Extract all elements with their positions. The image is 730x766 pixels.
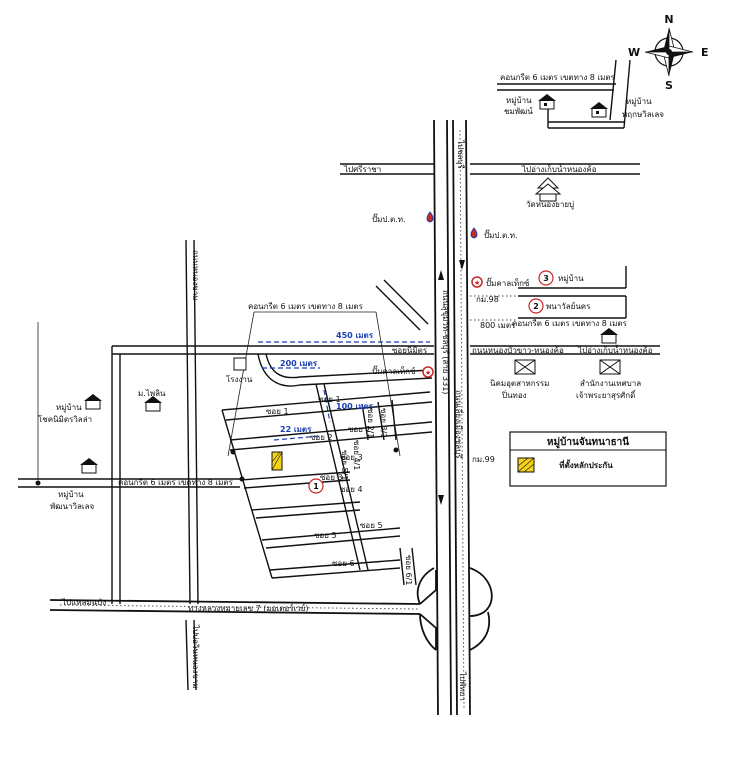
compass-north: N <box>664 13 673 26</box>
village-chokanimit-icon <box>84 394 102 410</box>
label-road-mid: คอนกรีต 6 เมตร เขตทาง 8 เมตร <box>512 319 628 328</box>
label-soi-5-left: ซอย 5 <box>314 531 337 540</box>
label-road-ban-bueng: ถนนหนองบัวขาว-หนองค้อ <box>472 346 564 355</box>
label-to-nong-kho-2: ไปอ่างเก็บน้ำหนองค้อ <box>577 344 653 355</box>
label-soi-2-right: ซอย 2 <box>348 425 371 434</box>
label-to-sriracha: ไปศรีราชา <box>343 165 381 174</box>
label-caltex-top: ปั๊มคาลเท็กซ์ <box>486 277 530 288</box>
circle-marker-2: 2 <box>533 302 539 311</box>
label-soi-6: ซอย 6 <box>332 559 355 568</box>
svg-text:★: ★ <box>425 369 431 377</box>
label-soi-3-left: ซอย 3 <box>320 473 343 482</box>
compass-west: W <box>628 46 640 59</box>
label-200m: 200 เมตร <box>280 359 318 368</box>
label-soi-2-1: ซอย 2/1 <box>366 408 375 438</box>
legend-marker-label: ที่ตั้งหลักประกัน <box>559 459 613 470</box>
road-label-to-chonburi: ไปชลบุรี <box>456 139 465 170</box>
label-800m: 800 เมตร <box>480 321 516 330</box>
label-soi-5-1: ซอย 5/1 <box>340 450 349 480</box>
main-highway <box>433 119 471 716</box>
label-municipal-2: เจ้าพระยาสุรศักดิ์ <box>576 389 637 400</box>
ptt-pump-icon-left <box>426 211 434 223</box>
label-temple: วัดหนองยายบู่ <box>526 200 574 210</box>
label-soi-4: ซอย 4 <box>340 485 363 494</box>
label-village-phruksa-2: พฤกษวิลเลจ <box>622 110 664 119</box>
left-roads <box>18 239 240 691</box>
label-road-left-top: คอนกรีต 6 เมตร เขตทาง 8 เมตร <box>248 302 364 311</box>
label-village-phatthana-1: หมู่บ้าน <box>58 490 84 500</box>
label-village-chomphat-1: หมู่บ้าน <box>506 96 532 106</box>
village-phatthana-icon <box>80 458 98 474</box>
subdivision-roads <box>221 383 433 586</box>
ptt-pump-icon-right <box>470 227 478 239</box>
label-village-chokanimit-2: โชคนิมิตรวิลล่า <box>38 414 92 424</box>
label-industrial-1: นิคมอุตสาหกรรม <box>490 379 549 388</box>
village-icon-right <box>600 328 618 344</box>
label-to-nong-kho: ไปอ่างเก็บน้ำหนองค้อ <box>521 163 597 174</box>
caltex-icon-mid: ★ <box>422 366 434 378</box>
label-soi-nilmit: ซอยนิมิตร <box>392 346 428 355</box>
legend-title: หมู่บ้านจันทนาธานี <box>547 436 629 449</box>
label-soi-4-1: ซอย 4/1 <box>352 440 361 470</box>
village-phloen-icon <box>144 396 162 412</box>
factory-icon <box>233 357 247 371</box>
village-phruksa-icon <box>590 102 608 118</box>
label-450m: 450 เมตร <box>336 331 374 340</box>
label-caltex-mid: ปั๊มคาลเท็กซ์ <box>372 365 416 376</box>
compass-south: S <box>665 79 673 92</box>
label-industrial-2: ปิ่นทอง <box>501 389 526 400</box>
compass-east: E <box>701 46 709 59</box>
label-soi-5: ซอย 5 <box>360 521 383 530</box>
label-village-chokanimit-1: หมู่บ้าน <box>56 403 82 413</box>
label-village-2: พนาวัลย์นคร <box>546 301 591 311</box>
circle-marker-3: 3 <box>543 274 549 283</box>
svg-text:★: ★ <box>474 279 480 287</box>
label-soi-1: ซอย 1 <box>318 395 341 404</box>
label-soi-1-left: ซอย 1 <box>266 407 289 416</box>
village-chomphat-icon <box>538 94 556 110</box>
industrial-estate-icon <box>514 359 536 375</box>
label-100m: 100 เมตร <box>336 402 374 411</box>
highway-label-2: ถนนเลี่ยงเมืองชลบุรี <box>454 390 465 459</box>
right-village-roads <box>518 266 627 319</box>
label-road-to-bowin: ไปบ่อวินหนองขาม <box>191 624 200 689</box>
road-label-to-pattaya: ไปพัทยา <box>458 671 467 701</box>
label-highway-7: ทางหลวงหมายเลข 7 (มอเตอร์เวย์) <box>188 603 309 613</box>
label-road-left: คอนกรีต 6 เมตร เขตทาง 8 เมตร <box>118 478 234 487</box>
label-village-phatthana-2: พัฒนาวิลเลจ <box>50 502 94 511</box>
label-village-chomphat-2: ชมพัฒน์ <box>504 106 533 116</box>
label-km-99: กม.99 <box>472 455 495 464</box>
highway-label: ถนนสุขุมวิท-ชลบุรี (สาย 331) <box>441 290 450 394</box>
circle-marker-1: 1 <box>313 482 319 491</box>
label-village-phruksa-1: หมู่บ้าน <box>626 97 652 107</box>
label-to-laem-chabang: ไปแหลมฉบัง <box>61 598 106 607</box>
label-22m: 22 เมตร <box>280 425 312 434</box>
label-soi-3: ซอย 3 <box>340 453 363 462</box>
label-factory: โรงงาน <box>226 374 253 384</box>
label-mm-phloen: ม.ไพลิน <box>138 389 166 398</box>
municipal-office-icon <box>599 359 621 375</box>
label-ptt-left: ปั๊มป.ต.ท. <box>372 213 406 224</box>
label-km-98: กม.98 <box>476 295 499 304</box>
label-soi-2: ซอย 2 <box>310 433 333 442</box>
label-road-nong-kham: ถนนหนองขาม <box>191 250 200 300</box>
label-ptt-right: ปั๊มป.ต.ท. <box>484 229 518 240</box>
temple-icon <box>534 177 562 202</box>
road-label-top: คอนกรีต 6 เมตร เขตทาง 8 เมตร <box>500 73 616 82</box>
label-village-3: หมู่บ้าน <box>558 274 584 284</box>
caltex-icon-top: ★ <box>471 276 483 288</box>
label-soi-6-1: ซอย 6/1 <box>404 555 413 585</box>
top-right-roads <box>497 59 631 129</box>
motorway-7 <box>49 567 493 651</box>
label-municipal-1: สำนักงานเทศบาล <box>580 379 641 388</box>
label-soi-3-1: ซอย 3/1 <box>379 408 388 438</box>
compass-rose-icon <box>644 27 694 77</box>
legend <box>509 431 667 487</box>
